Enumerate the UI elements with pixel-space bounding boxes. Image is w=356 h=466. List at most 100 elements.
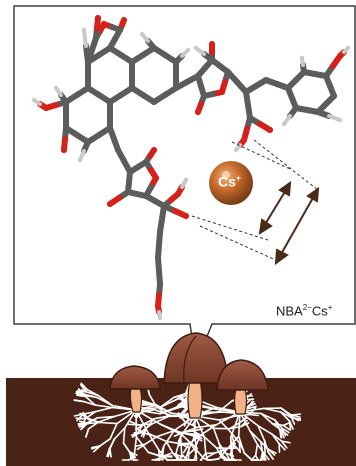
mycelium-strand	[165, 440, 181, 445]
mycelium-strand	[189, 417, 199, 421]
mycelium-strand	[73, 399, 84, 403]
mycelium-strand	[280, 440, 291, 444]
oxygen-atom	[183, 213, 189, 219]
mycelium-strand	[153, 414, 172, 420]
mycelium-strand	[182, 443, 190, 454]
mycelium-strand	[175, 452, 181, 461]
mycelium-strand	[257, 424, 273, 436]
carbon-atom	[129, 85, 135, 91]
mycelium-strand	[99, 421, 118, 425]
mycelium-strand	[133, 436, 138, 458]
mycelium-strand	[181, 407, 189, 417]
mycelium-strand	[280, 407, 293, 416]
carbon-atom	[115, 147, 121, 153]
mycelium-strand	[278, 442, 286, 451]
mycelium-strand	[271, 433, 280, 445]
mycelium-strand	[230, 431, 241, 444]
carbon-atom	[63, 99, 69, 105]
carbon-atom	[247, 115, 253, 121]
mycelium-strand	[183, 417, 190, 427]
mycelium-strand	[80, 382, 89, 391]
mycelium-strand	[180, 405, 188, 415]
mycelium-strand	[199, 406, 218, 415]
hydrogen-atom	[53, 85, 59, 91]
mycelium-strand	[147, 432, 160, 451]
mycelium-strand	[144, 435, 158, 445]
mycelium-strand	[75, 417, 86, 420]
mushroom-icon	[109, 332, 269, 419]
mycelium-strand	[280, 440, 288, 449]
oxygen-atom	[101, 21, 107, 27]
cesium-ion-icon	[209, 161, 253, 205]
mycelium-strand	[259, 440, 270, 451]
mycelium-strand	[237, 411, 241, 438]
mycelium-strand	[147, 451, 163, 458]
mycelium-strand	[199, 423, 217, 437]
mycelium-strand	[82, 410, 97, 415]
mycelium-strand	[128, 451, 137, 459]
mycelium-strand	[243, 452, 253, 461]
carbon-atom	[293, 105, 299, 111]
oxygen-atom	[151, 147, 157, 153]
carbon-atom	[285, 85, 291, 91]
mycelium-strand	[262, 407, 282, 413]
carbon-atom	[93, 35, 99, 41]
mycelium-strand	[229, 436, 234, 458]
mycelium-strand	[226, 435, 240, 451]
mycelium-strand	[281, 427, 290, 434]
carbon-atom	[63, 125, 69, 131]
mycelium-strand	[140, 427, 147, 437]
carbon-atom	[173, 85, 179, 91]
mycelium-strand	[290, 413, 302, 416]
mycelium-strand	[73, 413, 84, 417]
mycelium-strand	[96, 396, 114, 407]
mycelium-strand	[94, 406, 113, 413]
mycelium-strand	[142, 417, 155, 426]
mycelium-strand	[84, 410, 97, 420]
oxygen-atom	[195, 109, 201, 115]
carbon-atom	[225, 69, 231, 75]
mycelium-strand	[86, 416, 99, 425]
hydrogen-atom	[81, 27, 87, 33]
mycelium-strand	[81, 417, 86, 429]
mycelium-strand	[80, 384, 88, 393]
mycelium-strand	[267, 451, 274, 460]
mycelium-strand	[282, 424, 291, 431]
carbon-atom	[209, 57, 215, 63]
mycelium-strand	[199, 400, 218, 409]
carbon-atom	[117, 27, 123, 33]
hydrogen-atom	[299, 55, 305, 61]
mycelium-strand	[173, 392, 187, 399]
molecule-atoms	[31, 15, 351, 321]
mycelium-strand	[224, 452, 231, 461]
mycelium-strand	[106, 447, 111, 458]
mycelium-strand	[246, 405, 257, 410]
mycelium-strand	[161, 458, 164, 461]
mycelium-strand	[135, 443, 147, 447]
mycelium-strand	[177, 431, 185, 442]
oxygen-atom	[155, 303, 161, 309]
oxygen-atom	[219, 89, 225, 95]
oxygen-atom	[121, 17, 127, 23]
mycelium-strand	[94, 404, 113, 409]
mycelium-strand	[248, 413, 260, 417]
mycelium-strand	[239, 411, 251, 432]
carbon-atom	[125, 189, 131, 195]
mycelium-strand	[254, 443, 259, 457]
carbon-atom	[143, 193, 149, 199]
carbon-atom	[143, 159, 149, 165]
mycelium-strand	[145, 417, 155, 430]
molecule-frame	[13, 5, 356, 325]
mycelium-strand	[191, 417, 199, 426]
carbon-atom	[85, 139, 91, 145]
mycelium-strand	[141, 408, 156, 413]
mycelium-strand	[127, 423, 140, 426]
mycelium-strand	[202, 457, 210, 461]
mycelium-strand	[186, 447, 196, 457]
oxygen-atom	[175, 191, 181, 197]
mycelium-strand	[290, 416, 302, 420]
hydrogen-atom	[77, 157, 83, 163]
mycelium-strand	[178, 412, 189, 418]
carbon-atom	[155, 255, 161, 261]
mycelium-strand	[142, 404, 157, 410]
